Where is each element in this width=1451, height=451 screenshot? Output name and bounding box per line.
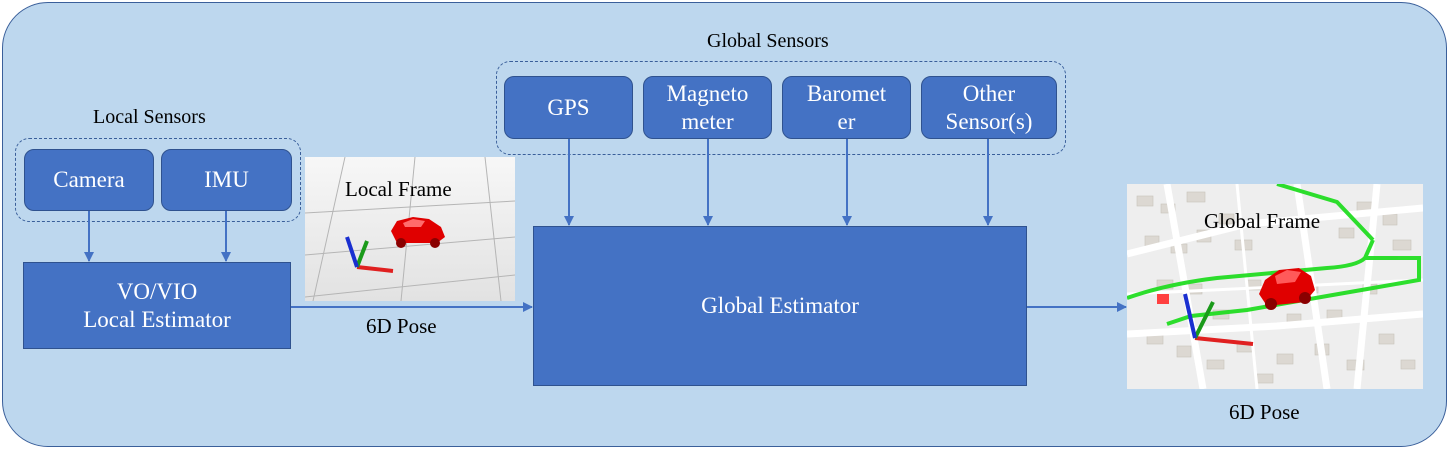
- map-start-marker: [1157, 294, 1169, 304]
- magnetometer-sensor-box: Magneto meter: [643, 76, 772, 139]
- global-sensors-title: Global Sensors: [707, 30, 829, 52]
- camera-sensor-label: Camera: [53, 167, 125, 193]
- global-frame-axes: [1183, 293, 1254, 346]
- local-frame-axes: [345, 236, 394, 273]
- map-trajectory: [1127, 184, 1421, 326]
- global-frame-title: Global Frame: [1204, 209, 1321, 233]
- local-frame-image: Local Frame: [305, 157, 515, 301]
- local-estimator-label: VO/VIO Local Estimator: [83, 279, 231, 332]
- gps-sensor-label: GPS: [547, 94, 590, 120]
- barometer-sensor-label: Baromet er: [806, 81, 887, 134]
- global-estimator-label: Global Estimator: [701, 293, 859, 319]
- local-sensors-group: [15, 138, 301, 222]
- local-pose-label: 6D Pose: [366, 314, 437, 338]
- other-sensors-box: Other Sensor(s): [921, 76, 1057, 139]
- gps-sensor-box: GPS: [504, 76, 633, 139]
- other-sensors-label: Other Sensor(s): [945, 81, 1033, 134]
- global-pose-label: 6D Pose: [1229, 400, 1300, 424]
- local-frame-title: Local Frame: [345, 177, 452, 201]
- local-sensors-title: Local Sensors: [93, 106, 206, 128]
- local-estimator-box: VO/VIO Local Estimator: [23, 262, 291, 349]
- magnetometer-sensor-label: Magneto meter: [666, 81, 749, 134]
- local-frame-car: [391, 217, 445, 248]
- global-frame-map: Global Frame: [1127, 184, 1423, 389]
- global-frame-car: [1259, 268, 1315, 310]
- imu-sensor-label: IMU: [204, 167, 249, 193]
- camera-sensor-box: Camera: [24, 149, 154, 211]
- imu-sensor-box: IMU: [161, 149, 292, 211]
- barometer-sensor-box: Baromet er: [782, 76, 911, 139]
- global-estimator-box: Global Estimator: [533, 226, 1027, 386]
- global-sensors-group: [496, 61, 1066, 155]
